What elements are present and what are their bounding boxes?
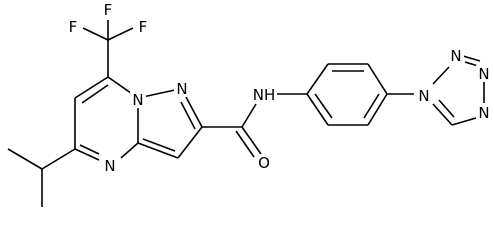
bond-cf3-f3	[107, 27, 134, 41]
bond-ch-me1	[7, 148, 43, 170]
bond-tz-n2-n3-double	[462, 55, 481, 62]
bond-n4-c5	[74, 148, 100, 161]
bond-ph-c1-c2	[306, 63, 329, 95]
bond-ph-c3-c4	[367, 63, 388, 95]
atom-label-o: O	[258, 154, 270, 172]
atom-label-tz-n4: N	[478, 104, 489, 122]
atom-label-n-pyrimidine: N	[104, 157, 115, 175]
atom-label-tz-n3: N	[478, 65, 489, 83]
bond-ph-c6-c1	[306, 93, 329, 126]
molecule-diagram: F F F N N N NH O N N N N	[7, 1, 492, 207]
bond-c2-c3	[177, 126, 203, 159]
atom-label-nh: NH	[253, 86, 276, 104]
bond-tz-n2-n3	[464, 61, 479, 67]
bond-c3a-n4	[120, 142, 139, 159]
bond-tz-c5-n1-double	[438, 99, 455, 118]
atom-label-tz-n2: N	[450, 47, 461, 65]
atom-label-tz-n1: N	[418, 87, 429, 105]
bond-n4-c5-double	[79, 144, 100, 155]
bond-tz-c5-n1	[432, 103, 453, 126]
atom-label-n-bridge: N	[132, 91, 143, 109]
atom-labels: F F F N N N NH O N N N N	[66, 1, 492, 175]
bond-n-pyrazole-c2-double	[180, 101, 196, 130]
bond-c3-c3a	[137, 142, 179, 159]
bond-n-pyrazole-c2	[185, 96, 203, 128]
bond-c3-c3a-double	[142, 138, 176, 152]
bond-ph-c6-c1-double	[314, 93, 333, 119]
bond-c5-ch	[41, 148, 76, 170]
atom-label-f3: F	[139, 18, 148, 36]
atom-label-f2: F	[104, 1, 113, 19]
bond-tz-n1-n2	[432, 66, 450, 85]
bond-carbonyl-o-double	[235, 130, 255, 158]
bond-carbonyl-o	[241, 126, 262, 155]
atom-label-n-pyrazole: N	[176, 80, 187, 98]
bond-c6-c7	[74, 76, 109, 99]
bond-ph-c4-c5	[367, 93, 388, 126]
bonds	[7, 20, 485, 207]
structure-svg: F F F N N N NH O N N N N	[7, 1, 492, 207]
bond-cf3-f1	[82, 27, 109, 41]
bond-tz-n4-c5	[451, 117, 477, 126]
atom-label-f1: F	[69, 18, 78, 36]
bond-ph-c4-c5-double	[363, 93, 380, 119]
bond-carbonyl-nh	[241, 103, 257, 128]
bond-c6-c7-double	[81, 84, 109, 104]
